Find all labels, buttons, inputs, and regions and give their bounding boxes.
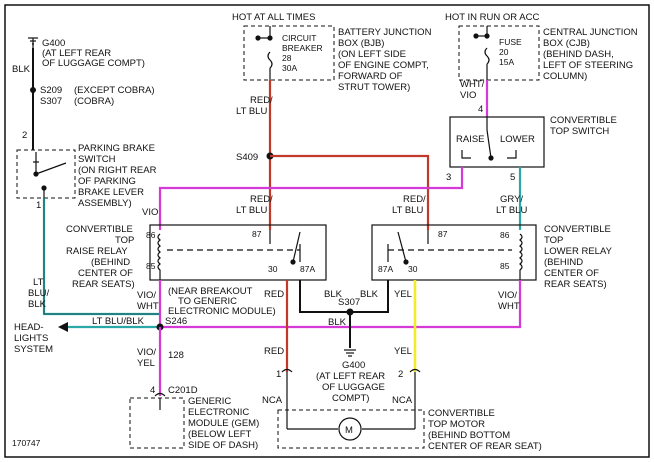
- pin-4-label: 4: [478, 104, 483, 115]
- lower-t87a: 87A: [378, 264, 393, 274]
- generic-electronic-module: [129, 397, 185, 449]
- wire-red-ltblu-to-lower: [270, 154, 430, 230]
- lower-t85: 85: [500, 261, 510, 271]
- cobra-label: (COBRA): [74, 96, 114, 107]
- nca-label-left: NCA: [262, 395, 283, 406]
- top-switch-label: CONVERTIBLE TOP SWITCH: [550, 115, 620, 137]
- wire-lt-blu-blk-outline: [43, 198, 160, 315]
- motor-m-label: M: [345, 425, 353, 436]
- g400-bottom-label: G400 (AT LEFT REAR OF LUGGAGE COMPT): [316, 360, 388, 404]
- raise-relay-internals: [157, 230, 301, 280]
- top-switch-contacts: [461, 117, 517, 161]
- pin-1-motor-label: 1: [276, 369, 281, 380]
- red-label-upper: RED: [264, 289, 284, 300]
- lower-t87: 87: [438, 229, 448, 239]
- nca-label-right: NCA: [392, 395, 413, 406]
- lt-blu-blk-vertical-label: LT BLU/ BLK: [28, 277, 52, 310]
- except-cobra-label: (EXCEPT COBRA): [74, 85, 155, 96]
- motor-symbol: [286, 412, 416, 441]
- red-ltblu-label-lower: RED/ LT BLU: [392, 194, 428, 216]
- wire-128-label: 128: [168, 350, 184, 361]
- pin-2-motor-label: 2: [398, 369, 403, 380]
- raise-t85: 85: [146, 261, 156, 271]
- figure-id: 170747: [12, 438, 41, 448]
- top-motor-label: CONVERTIBLE TOP MOTOR (BEHIND BOTTOM CEN…: [428, 408, 542, 452]
- headlights-arrow: [58, 322, 68, 332]
- cjb-label: CENTRAL JUNCTION BOX (CJB) (BEHIND DASH,…: [543, 27, 640, 82]
- blk-label-ground: BLK: [328, 317, 347, 328]
- s246-label: S246: [165, 316, 187, 327]
- s307-label: S307: [338, 297, 360, 308]
- s409-label: S409: [236, 152, 258, 163]
- wire-blk-raise-87a: [299, 280, 350, 313]
- lower-t30: 30: [408, 264, 418, 274]
- raise-t30: 30: [268, 264, 278, 274]
- wire-vio: [158, 167, 464, 230]
- raise-t86: 86: [146, 230, 156, 240]
- pin-4-gem-label: 4: [150, 385, 155, 396]
- pin-1-parking-label: 1: [36, 200, 41, 211]
- gem-connector: [154, 392, 166, 397]
- parking-brake-switch: [16, 149, 76, 199]
- raise-label: RAISE: [456, 134, 485, 145]
- convertible-top-switch: [449, 116, 545, 168]
- raise-relay-label: CONVERTIBLE TOP RAISE RELAY (BEHIND CENT…: [66, 224, 137, 290]
- hot-in-run-or-acc-label: HOT IN RUN OR ACC: [445, 12, 539, 23]
- red-ltblu-label-top: RED/ LT BLU: [236, 95, 275, 117]
- vio-wht-label-right: VIO/ WHT: [498, 290, 520, 312]
- vio-wht-label-left: VIO/ WHT: [137, 290, 159, 312]
- pin-3-label: 3: [446, 172, 451, 183]
- diagram-frame: [4, 4, 650, 458]
- raise-t87: 87: [252, 229, 262, 239]
- lower-relay: [371, 224, 537, 281]
- wire-vio-wht: [158, 280, 522, 329]
- motor-connectors: [281, 368, 421, 412]
- lt-blu-blk-horizontal-label: LT BLU/BLK: [92, 316, 145, 327]
- s307-top-label: S307: [40, 96, 62, 107]
- pin-2-label: 2: [22, 130, 27, 141]
- hot-at-all-times-label: HOT AT ALL TIMES: [232, 12, 315, 23]
- central-junction-box: [458, 25, 540, 81]
- vio-yel-label: VIO/ YEL: [137, 347, 159, 369]
- lower-relay-label: CONVERTIBLE TOP LOWER RELAY (BEHIND CENT…: [544, 224, 614, 290]
- bjb-label: BATTERY JUNCTION BOX (BJB) (ON LEFT SIDE…: [338, 27, 434, 93]
- red-label-lower: RED: [264, 346, 284, 357]
- lower-label: LOWER: [500, 134, 535, 145]
- blk-label-raise: BLK: [324, 289, 343, 300]
- raise-relay: [149, 224, 327, 281]
- red-ltblu-label-raise: RED/ LT BLU: [236, 194, 275, 216]
- c201d-label: C201D: [168, 385, 198, 396]
- blk-label-lower: BLK: [360, 289, 379, 300]
- wht-vio-label: WHT/ VIO: [460, 79, 487, 101]
- g400-top-label: G400 (AT LEFT REAR OF LUGGAGE COMPT): [42, 38, 145, 69]
- circuit-breaker-label: CIRCUIT BREAKER 28 30A: [282, 33, 325, 73]
- battery-junction-box: [243, 25, 335, 81]
- gem-label: GENERIC ELECTRONIC MODULE (GEM) (BELOW L…: [188, 396, 262, 451]
- lower-t86: 86: [500, 230, 510, 240]
- fuse-symbol: [473, 26, 490, 80]
- near-breakout-label: (NEAR BREAKOUT TO GENERIC ELECTRONIC MOD…: [168, 286, 276, 317]
- ground-symbol-top: [28, 37, 38, 48]
- convertible-top-motor: [277, 409, 425, 449]
- blk-wire-label-left: BLK: [12, 64, 31, 75]
- splice-s209: [30, 87, 36, 93]
- fuse-label: FUSE 20 15A: [499, 37, 524, 67]
- ground-symbol-bottom: [344, 349, 356, 357]
- s209-label: S209: [40, 85, 62, 96]
- yel-label-lower: YEL: [394, 346, 412, 357]
- vio-label: VIO: [142, 207, 158, 218]
- raise-t87a: 87A: [300, 264, 315, 274]
- headlights-label: HEAD- LIGHTS SYSTEM: [14, 322, 53, 355]
- gry-ltblu-label: GRY/ LT BLU: [496, 194, 527, 216]
- parking-brake-contacts: [33, 152, 67, 198]
- lower-relay-internals: [387, 230, 523, 280]
- wire-blk-lower-87a: [350, 280, 389, 313]
- pin-5-label: 5: [510, 172, 515, 183]
- yel-label-upper: YEL: [394, 289, 412, 300]
- circuit-breaker-symbol: [255, 26, 273, 80]
- parking-brake-label: PARKING BRAKE SWITCH (ON RIGHT REAR OF P…: [78, 143, 159, 209]
